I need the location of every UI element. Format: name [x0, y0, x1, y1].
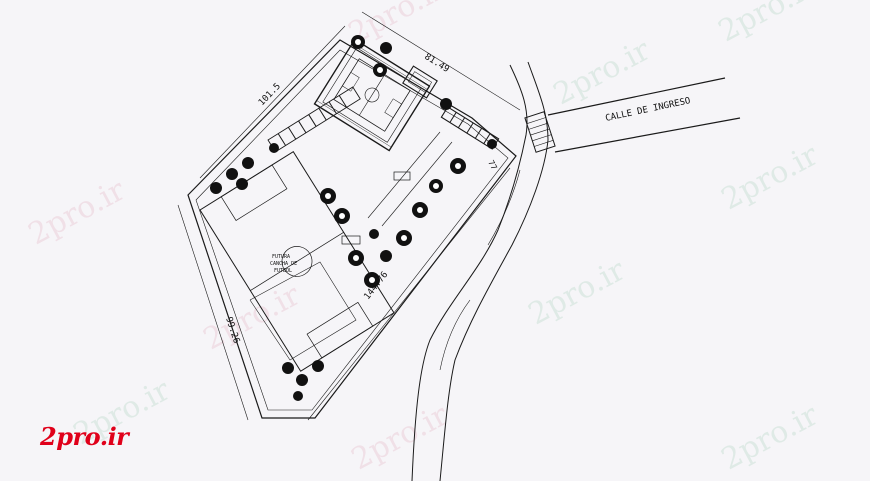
- tree-icon: [369, 229, 379, 239]
- tree-icon: [380, 42, 392, 54]
- brand-logo: 2pro.ir: [40, 422, 129, 451]
- field-label: FUTURA: [272, 254, 290, 260]
- tree-icon: [440, 98, 452, 110]
- tree-icon: [348, 250, 364, 266]
- tree-icon: [269, 143, 279, 153]
- tree-icon: [226, 168, 238, 180]
- tree-icon: [380, 250, 392, 262]
- site-boundary: [187, 39, 517, 419]
- bridge: [524, 111, 556, 153]
- tree-icon: [351, 35, 365, 49]
- building-row: [267, 86, 361, 153]
- dimension-label: 81.49: [422, 52, 450, 75]
- road-edge-top: [547, 77, 726, 116]
- small-building: [402, 65, 438, 99]
- tree-icon: [373, 63, 387, 77]
- tree-icon: [293, 391, 303, 401]
- dimension-line-bottom: [307, 167, 511, 421]
- tree-icon: [296, 374, 308, 386]
- tree-icon: [210, 182, 222, 194]
- parking-strip: [440, 106, 500, 150]
- tree-icon: [450, 158, 466, 174]
- tree-icon: [429, 179, 443, 193]
- tree-icon: [236, 178, 248, 190]
- field-label: FUTBOL: [274, 268, 292, 274]
- covered-court: [313, 38, 431, 152]
- dimension-line-top-left: [199, 25, 346, 179]
- tree-icon: [396, 230, 412, 246]
- river-left-bank: [411, 64, 528, 481]
- tree-icon: [487, 139, 497, 149]
- dimension-label: 77: [486, 159, 499, 172]
- dimension-line-left: [177, 204, 249, 421]
- tree-icon: [334, 208, 350, 224]
- small-block: [393, 171, 411, 181]
- tree-icon: [412, 202, 428, 218]
- inner-boundary: [195, 49, 509, 411]
- lower-field-outline: [249, 261, 357, 361]
- tree-icon: [282, 362, 294, 374]
- tree-group: [210, 35, 497, 401]
- tree-icon: [312, 360, 324, 372]
- tree-icon: [320, 188, 336, 204]
- river-inner-line: [487, 169, 521, 246]
- road-edge-bottom: [554, 117, 741, 153]
- small-block: [341, 235, 361, 245]
- dimension-label: 99.26: [223, 316, 241, 345]
- tree-icon: [242, 157, 254, 169]
- tree-icon: [364, 272, 380, 288]
- river-right-bank: [439, 61, 549, 481]
- internal-path: [367, 131, 441, 219]
- field-label: CANCHA DE: [270, 261, 297, 267]
- internal-path: [381, 141, 453, 227]
- dimension-line-top-right: [361, 11, 521, 111]
- river-inner-line: [439, 299, 471, 371]
